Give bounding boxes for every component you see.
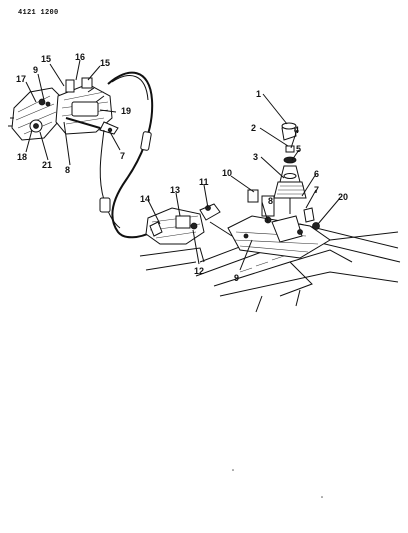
callout-7-shifter: 7 xyxy=(314,185,319,195)
callout-12: 12 xyxy=(194,266,204,276)
callout-7-linkage: 7 xyxy=(120,151,125,161)
cable-bracket-assembly xyxy=(145,203,221,245)
callout-4: 4 xyxy=(294,125,299,135)
callout-16: 16 xyxy=(75,52,85,62)
callout-15-left: 15 xyxy=(41,54,51,64)
callout-15-right: 15 xyxy=(100,58,110,68)
callout-19: 19 xyxy=(121,106,131,116)
callout-20: 20 xyxy=(338,192,348,202)
callout-21: 21 xyxy=(42,160,52,170)
callout-5: 5 xyxy=(296,144,301,154)
callout-2: 2 xyxy=(251,123,256,133)
callout-17: 17 xyxy=(16,74,26,84)
shift-lever-stack xyxy=(273,122,307,214)
page-code: 4121 1200 xyxy=(18,9,59,17)
callout-11: 11 xyxy=(199,177,209,187)
callout-8-linkage: 8 xyxy=(65,165,70,175)
callout-6: 6 xyxy=(314,169,319,179)
callout-3: 3 xyxy=(253,152,258,162)
transmission-linkage-assembly xyxy=(8,77,119,141)
callout-9-shifter: 9 xyxy=(234,273,239,283)
callout-18: 18 xyxy=(17,152,27,162)
callout-10: 10 xyxy=(222,168,232,178)
callout-numbers: 1 2 3 4 5 6 7 20 8 10 9 11 12 13 14 15 1… xyxy=(16,52,348,283)
print-specks xyxy=(232,469,323,498)
callout-9-linkage: 9 xyxy=(33,65,38,75)
callout-8-shifter: 8 xyxy=(268,196,273,206)
callout-1: 1 xyxy=(256,89,261,99)
callout-13: 13 xyxy=(170,185,180,195)
callout-14: 14 xyxy=(140,194,150,204)
shifter-mechanism xyxy=(209,189,331,259)
floor-pan xyxy=(139,223,401,313)
leader-lines xyxy=(25,59,341,271)
shift-cable xyxy=(99,71,154,239)
